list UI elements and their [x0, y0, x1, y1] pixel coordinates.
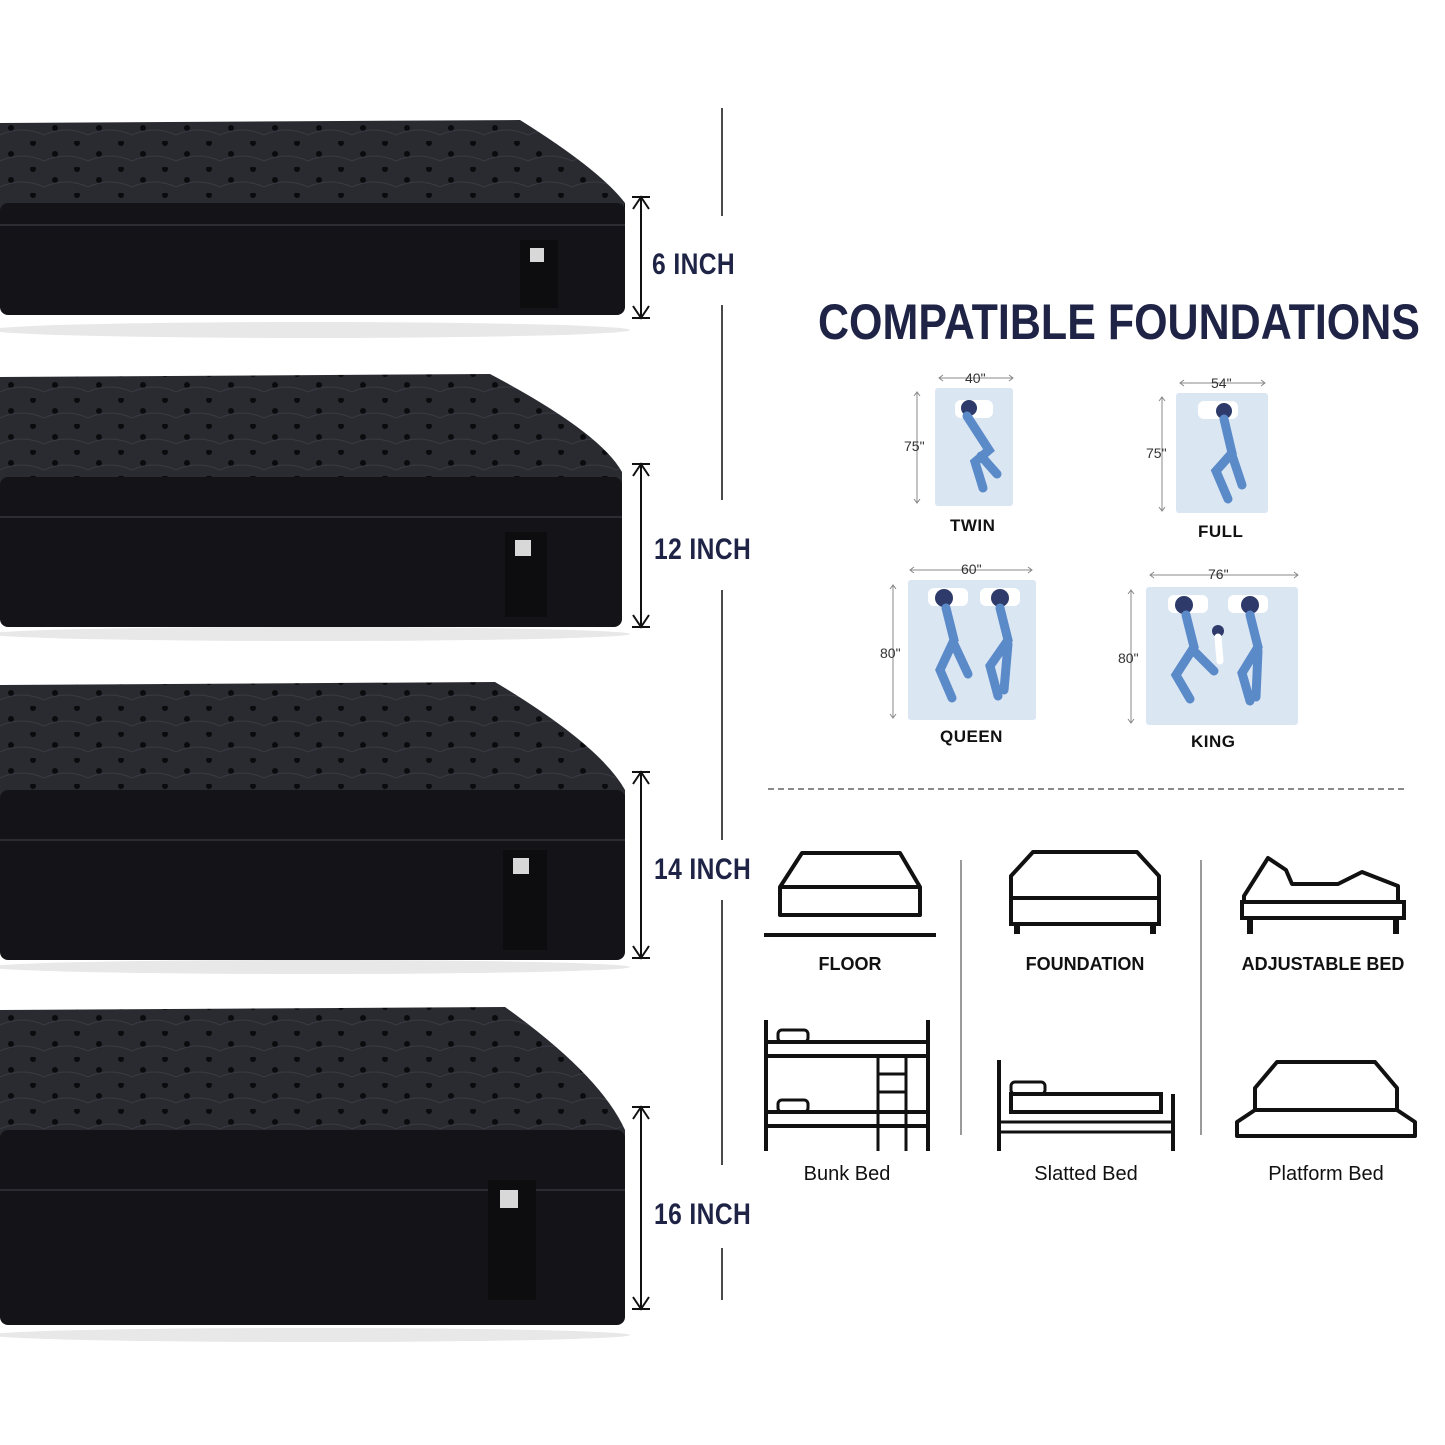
height-arrow-16 [632, 1105, 650, 1311]
foundation-label-bunk: Bunk Bed [803, 1163, 891, 1185]
divider-line [721, 590, 723, 840]
twin-width: 40" [965, 370, 986, 386]
divider-line [721, 305, 723, 500]
foundation-label-platform: Platform Bed [1268, 1163, 1384, 1185]
queen-length: 80" [880, 645, 901, 661]
platform-bed-icon [1235, 1060, 1417, 1138]
queen-width: 60" [961, 561, 982, 577]
divider-line [721, 900, 723, 1165]
king-length: 80" [1118, 650, 1139, 666]
height-arrow-6 [632, 195, 650, 320]
foundation-label-floor: FLOOR [818, 954, 882, 974]
slatted-bed-icon [997, 1060, 1175, 1151]
full-width: 54" [1211, 375, 1232, 391]
queen-label: QUEEN [940, 727, 1003, 746]
height-label-6: 6 INCH [652, 248, 736, 281]
height-label-12: 12 INCH [654, 533, 752, 566]
section-separator [768, 788, 1404, 790]
full-length: 75" [1146, 445, 1167, 461]
mattress-14-inch [0, 680, 630, 975]
mattress-6-inch [0, 115, 630, 340]
size-card-twin [897, 370, 1027, 520]
foundation-label-adjustable: ADJUSTABLE BED [1241, 954, 1405, 974]
foundation-label-foundation: FOUNDATION [1025, 954, 1145, 974]
size-card-queen [880, 560, 1040, 730]
adjustable-bed-icon [1240, 856, 1406, 934]
bunk-bed-icon [764, 1020, 930, 1151]
king-width: 76" [1208, 566, 1229, 582]
king-label: KING [1191, 732, 1236, 751]
page-title: COMPATIBLE FOUNDATIONS [818, 294, 1420, 350]
mattress-16-inch [0, 1005, 630, 1345]
size-card-full [1150, 375, 1275, 525]
size-card-king [1118, 565, 1303, 735]
full-label: FULL [1198, 522, 1244, 541]
height-arrow-14 [632, 770, 650, 960]
column-divider [1200, 860, 1202, 1135]
column-divider [960, 860, 962, 1135]
height-arrow-12 [632, 462, 650, 629]
divider-line [721, 108, 723, 216]
foundation-bed-icon [1009, 850, 1161, 934]
height-label-16: 16 INCH [654, 1198, 752, 1231]
foundation-label-slatted: Slatted Bed [1034, 1163, 1138, 1185]
mattress-12-inch [0, 372, 630, 642]
floor-mattress-icon [764, 851, 936, 937]
height-label-14: 14 INCH [654, 853, 752, 886]
divider-line [721, 1248, 723, 1300]
twin-length: 75" [904, 438, 925, 454]
twin-label: TWIN [950, 516, 996, 535]
